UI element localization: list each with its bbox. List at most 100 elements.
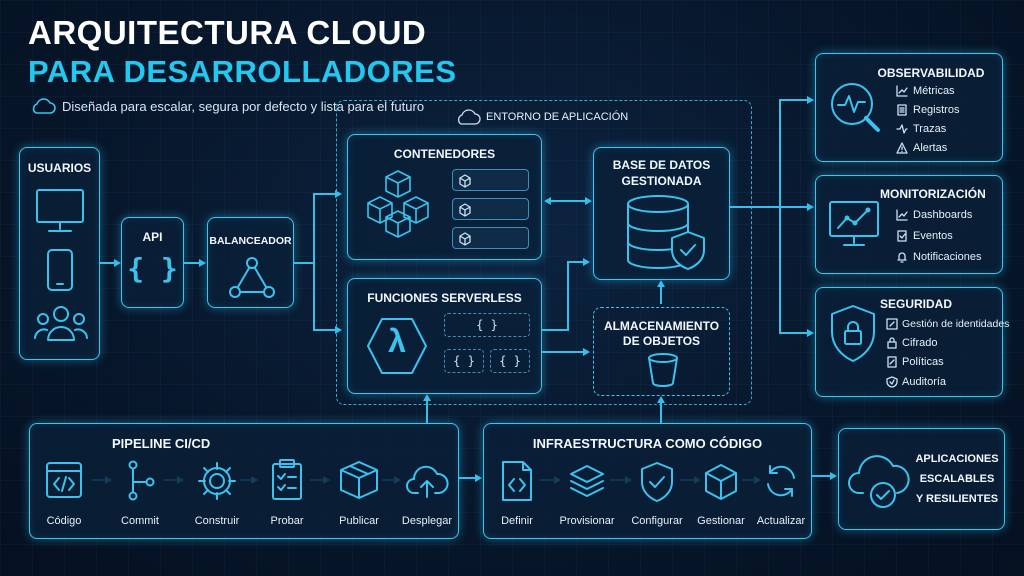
code-file-icon — [502, 461, 532, 501]
function-chip: { } — [444, 313, 530, 337]
phone-icon — [47, 249, 73, 291]
title-line-1: ARQUITECTURA CLOUD — [28, 14, 427, 51]
identity-icon — [886, 318, 898, 330]
cloud-check-icon — [848, 455, 910, 508]
storage-label-line1: ALMACENAMIENTO — [603, 319, 720, 333]
code-file-icon — [46, 462, 82, 498]
log-icon — [897, 104, 907, 116]
pipeline-label: PIPELINE CI/CD — [112, 436, 211, 451]
database-icon — [627, 195, 705, 270]
cube-icon — [459, 203, 471, 217]
commit-icon — [128, 460, 155, 501]
database-label-line1: BASE DE DATOS — [612, 158, 711, 172]
title-line-2: PARA DESARROLLADORES — [28, 54, 457, 89]
chart-icon — [896, 85, 908, 97]
container-chip — [452, 198, 529, 220]
lambda-glyph: λ — [388, 323, 406, 359]
bucket-icon — [648, 353, 678, 387]
environment-label: ENTORNO DE APLICACIÓN — [486, 111, 629, 123]
container-chip — [452, 169, 529, 191]
containers-label: CONTENEDORES — [393, 147, 496, 161]
function-chip: { } — [444, 349, 484, 373]
pipeline-step: Construir — [194, 515, 240, 527]
encryption-icon — [887, 337, 897, 349]
pipeline-step: Desplegar — [401, 515, 453, 527]
iac-label: INFRAESTRUCTURA COMO CÓDIGO — [532, 436, 763, 451]
cloud-icon — [457, 109, 481, 125]
security-label: SEGURIDAD — [880, 297, 953, 311]
storage-label-line2: DE OBJETOS — [622, 334, 701, 348]
audit-icon — [886, 376, 898, 388]
cube-icon — [705, 464, 737, 500]
security-item: Gestión de identidades — [902, 318, 1010, 330]
cloud-upload-icon — [406, 465, 449, 498]
containers-panel: CONTENEDORES — [347, 134, 542, 260]
cloud-icon — [32, 98, 56, 114]
cubes-icon — [367, 170, 429, 238]
result-line-3: Y RESILIENTES — [915, 493, 999, 505]
api-braces-icon: { } — [127, 252, 178, 285]
iac-step: Configurar — [631, 515, 683, 527]
storage-panel: ALMACENAMIENTO DE OBJETOS — [593, 307, 730, 396]
security-panel: SEGURIDAD Gestión de identidades Cifrado… — [815, 287, 1009, 397]
pipeline-step: Código — [46, 515, 82, 527]
lambda-icon — [367, 318, 427, 374]
monitoring-item: Notificaciones — [913, 251, 982, 263]
refresh-icon — [767, 465, 795, 497]
security-item: Auditoría — [902, 376, 947, 388]
iac-panel: INFRAESTRUCTURA COMO CÓDIGO Definir Prov… — [483, 423, 812, 539]
shield-icon — [641, 462, 673, 502]
security-item: Políticas — [902, 356, 944, 368]
clipboard-check-icon — [272, 459, 302, 500]
pipeline-step: Commit — [121, 515, 159, 527]
iac-step: Gestionar — [697, 515, 745, 527]
monitoring-item: Eventos — [913, 230, 953, 242]
pipeline-step: Probar — [270, 515, 304, 527]
observability-item: Registros — [913, 104, 960, 116]
api-panel: API { } — [121, 217, 184, 308]
users-icon — [34, 306, 88, 341]
iac-step: Definir — [501, 515, 533, 527]
users-panel: USUARIOS — [19, 147, 100, 360]
monitoring-label: MONITORIZACIÓN — [880, 187, 986, 201]
alert-icon — [896, 142, 908, 154]
observability-label: OBSERVABILIDAD — [877, 66, 985, 80]
policy-icon — [887, 356, 897, 368]
serverless-panel: FUNCIONES SERVERLESS λ { } { } { } — [347, 278, 542, 394]
cube-icon — [459, 174, 471, 188]
database-label-line2: GESTIONADA — [621, 174, 702, 188]
function-chip: { } — [490, 349, 530, 373]
result-line-2: ESCALABLES — [919, 473, 995, 485]
dashboard-icon — [896, 209, 908, 221]
result-panel: APLICACIONES ESCALABLES Y RESILIENTES — [838, 428, 1005, 530]
iac-step: Actualizar — [756, 515, 806, 527]
trace-icon — [896, 124, 908, 134]
gear-icon — [198, 462, 236, 500]
users-label: USUARIOS — [27, 161, 92, 175]
event-icon — [897, 230, 907, 242]
container-chip — [452, 227, 529, 249]
cube-icon — [459, 232, 471, 246]
balancer-label: BALANCEADOR — [209, 235, 292, 247]
result-line-1: APLICACIONES — [915, 453, 999, 465]
shield-lock-icon — [831, 305, 875, 362]
observability-item: Alertas — [913, 142, 948, 154]
bell-icon — [897, 252, 907, 263]
observability-panel: OBSERVABILIDAD Métricas Registros Trazas… — [815, 53, 1003, 162]
monitoring-panel: MONITORIZACIÓN Dashboards Eventos Notifi… — [815, 175, 1003, 274]
balancer-panel: BALANCEADOR — [207, 217, 294, 308]
environment-region — [336, 100, 752, 405]
security-item: Cifrado — [902, 337, 938, 349]
subtitle: Diseñada para escalar, segura por defect… — [62, 99, 425, 114]
pipeline-panel: PIPELINE CI/CD Código Commit Construir P… — [29, 423, 459, 539]
iac-step: Provisionar — [559, 515, 615, 527]
pipeline-step: Publicar — [339, 515, 379, 527]
observability-item: Trazas — [913, 123, 947, 135]
layers-icon — [570, 465, 604, 497]
magnifier-pulse-icon — [831, 83, 880, 132]
database-panel: BASE DE DATOS GESTIONADA — [593, 147, 730, 280]
serverless-label: FUNCIONES SERVERLESS — [367, 291, 522, 305]
package-icon — [340, 461, 378, 499]
network-icon — [229, 257, 275, 298]
